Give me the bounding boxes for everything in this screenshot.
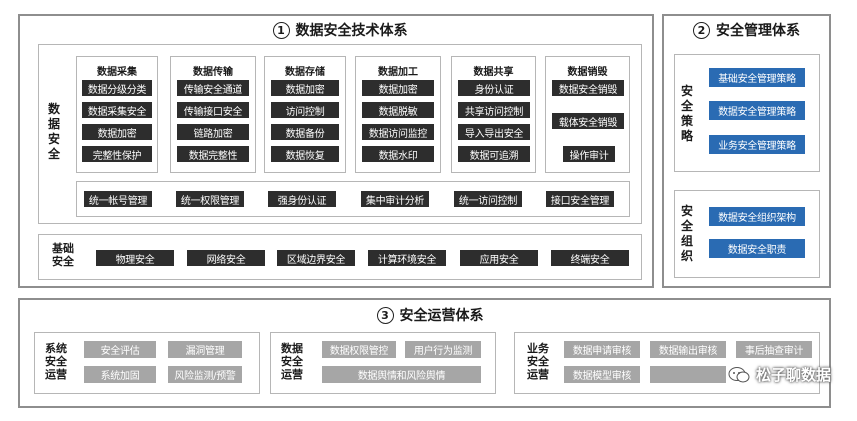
chip-destroy-1: 数据安全销毁 <box>552 80 624 96</box>
chip-common-6: 接口安全管理 <box>546 191 614 207</box>
mgmt-system-title-text: 安全管理体系 <box>716 23 800 39</box>
watermark-text: 松子聊数据 <box>755 366 831 384</box>
chip-destroy-3: 操作审计 <box>563 146 615 162</box>
watermark: 松子聊数据 <box>728 364 831 385</box>
column-title-transfer: 数据传输 <box>193 67 233 78</box>
chip-policy-2: 数据安全管理策略 <box>709 101 805 120</box>
chip-system-ops-3: 系统加固 <box>84 366 156 383</box>
business-ops-label: 业务 安全 运营 <box>527 342 549 381</box>
chip-system-ops-4: 风险监测/预警 <box>168 366 242 383</box>
org-label: 安 全 组 织 <box>680 204 693 263</box>
data-ops-label: 数据 安全 运营 <box>281 342 303 381</box>
chip-process-3: 数据访问监控 <box>362 124 434 140</box>
chip-process-1: 数据加密 <box>362 80 434 96</box>
chip-system-ops-2: 漏洞管理 <box>168 341 242 358</box>
chip-storage-3: 数据备份 <box>271 124 339 140</box>
chip-transfer-1: 传输安全通道 <box>177 80 249 96</box>
chip-collect-4: 完整性保护 <box>82 146 152 162</box>
column-title-process: 数据加工 <box>378 67 418 78</box>
ops-system-title-text: 安全运营体系 <box>399 308 484 324</box>
column-title-collect: 数据采集 <box>97 67 137 78</box>
chip-collect-2: 数据采集安全 <box>82 102 152 118</box>
chip-common-1: 统一帐号管理 <box>84 191 152 207</box>
column-title-destroy: 数据销毁 <box>567 67 608 78</box>
chip-base-4: 计算环境安全 <box>368 250 446 266</box>
chip-transfer-4: 数据完整性 <box>177 146 249 162</box>
chip-business-ops-4: 数据模型审核 <box>564 366 640 383</box>
system-ops-label: 系统 安全 运营 <box>45 342 67 381</box>
section-number-2: 2 <box>693 21 710 39</box>
chip-base-5: 应用安全 <box>460 250 538 266</box>
chip-common-4: 集中审计分析 <box>361 191 429 207</box>
base-security-label: 基础 安全 <box>52 242 74 268</box>
chip-share-3: 导入导出安全 <box>458 124 530 140</box>
chip-collect-1: 数据分级分类 <box>82 80 152 96</box>
chip-data-ops-2: 用户行为监测 <box>405 341 481 358</box>
section-number-1: 1 <box>272 21 290 39</box>
chip-storage-1: 数据加密 <box>271 80 339 96</box>
chip-transfer-3: 链路加密 <box>177 124 249 140</box>
chip-share-1: 身份认证 <box>458 80 530 96</box>
section-number-3: 3 <box>376 306 394 324</box>
chip-org-1: 数据安全组织架构 <box>709 207 805 226</box>
chip-process-2: 数据脱敏 <box>362 102 434 118</box>
data-security-label: 数 据 安 全 <box>47 102 60 161</box>
chip-base-2: 网络安全 <box>187 250 265 266</box>
chip-share-4: 数据可追溯 <box>458 146 530 162</box>
chip-org-2: 数据安全职责 <box>709 239 805 258</box>
chip-base-6: 终端安全 <box>551 250 629 266</box>
chip-data-ops-3: 数据舆情和风险舆情 <box>322 366 481 383</box>
chip-common-3: 强身份认证 <box>268 191 336 207</box>
org-block <box>674 190 820 278</box>
chip-data-ops-1: 数据权限管控 <box>322 341 396 358</box>
chip-business-ops-3: 事后抽查审计 <box>736 341 812 358</box>
tech-system-title-text: 数据安全技术体系 <box>295 23 408 39</box>
chip-common-2: 统一权限管理 <box>176 191 244 207</box>
policy-label: 安 全 策 略 <box>680 84 693 143</box>
chip-policy-1: 基础安全管理策略 <box>709 68 805 87</box>
chip-transfer-2: 传输接口安全 <box>177 102 249 118</box>
chip-storage-2: 访问控制 <box>271 102 339 118</box>
column-title-share: 数据共享 <box>473 67 514 78</box>
chip-system-ops-1: 安全评估 <box>84 341 156 358</box>
chip-business-ops-2: 数据输出审核 <box>650 341 726 358</box>
chip-business-ops-hidden <box>650 366 726 383</box>
chip-common-5: 统一访问控制 <box>454 191 522 207</box>
chip-base-3: 区域边界安全 <box>277 250 355 266</box>
chip-collect-3: 数据加密 <box>82 124 152 140</box>
chip-storage-4: 数据恢复 <box>271 146 339 162</box>
mgmt-system-title: 2 安全管理体系 <box>664 19 829 41</box>
chip-share-2: 共享访问控制 <box>458 102 530 118</box>
column-title-storage: 数据存储 <box>285 67 325 78</box>
common-controls-row <box>76 181 630 217</box>
wechat-icon <box>728 366 750 382</box>
chip-business-ops-1: 数据申请审核 <box>564 341 640 358</box>
chip-destroy-2: 载体安全销毁 <box>552 113 624 129</box>
chip-base-1: 物理安全 <box>96 250 174 266</box>
ops-system-title: 3 安全运营体系 <box>330 304 530 326</box>
chip-policy-3: 业务安全管理策略 <box>709 135 805 154</box>
chip-process-4: 数据水印 <box>362 146 434 162</box>
tech-system-title: 1 数据安全技术体系 <box>240 19 440 41</box>
